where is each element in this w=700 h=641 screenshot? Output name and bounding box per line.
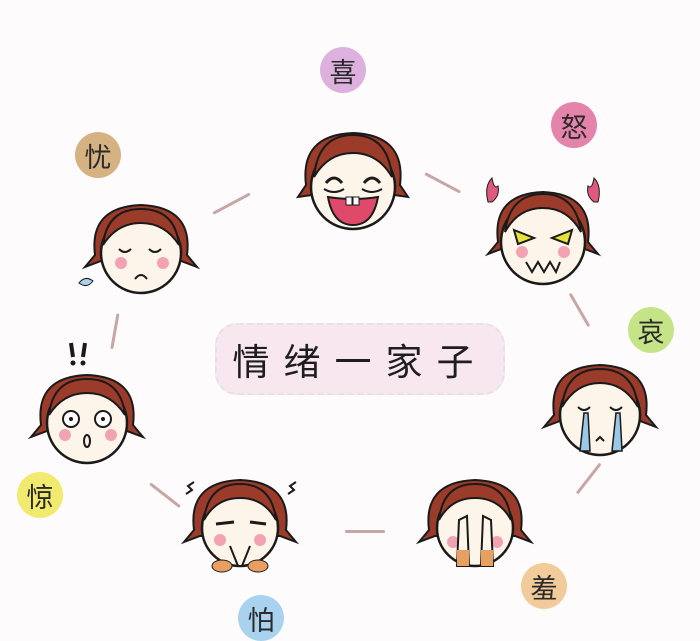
badge-jing: 惊 (17, 472, 63, 518)
anger-face-illustration (484, 176, 602, 286)
joy-face-illustration (295, 131, 411, 231)
connector-line (424, 172, 462, 194)
sorrow-face-illustration (540, 363, 660, 457)
badge-pa: 怕 (238, 595, 284, 641)
shy-face-illustration (415, 478, 535, 568)
connector-line (345, 530, 385, 533)
badge-nu: 怒 (551, 102, 597, 148)
surprise-face-illustration (27, 342, 147, 465)
badge-you: 忧 (75, 132, 121, 178)
connector-line (212, 192, 251, 215)
badge-ai: 哀 (628, 307, 674, 353)
connector-line (568, 292, 591, 328)
badge-xi: 喜 (320, 47, 366, 93)
badge-xiu: 羞 (521, 563, 567, 609)
connector-line (149, 482, 181, 509)
page-title: 情绪一家子 (232, 341, 488, 384)
connector-line (575, 462, 602, 495)
title-banner: 情绪一家子 (215, 323, 505, 395)
fear-face-illustration (180, 478, 300, 573)
worry-face-illustration (78, 203, 201, 295)
